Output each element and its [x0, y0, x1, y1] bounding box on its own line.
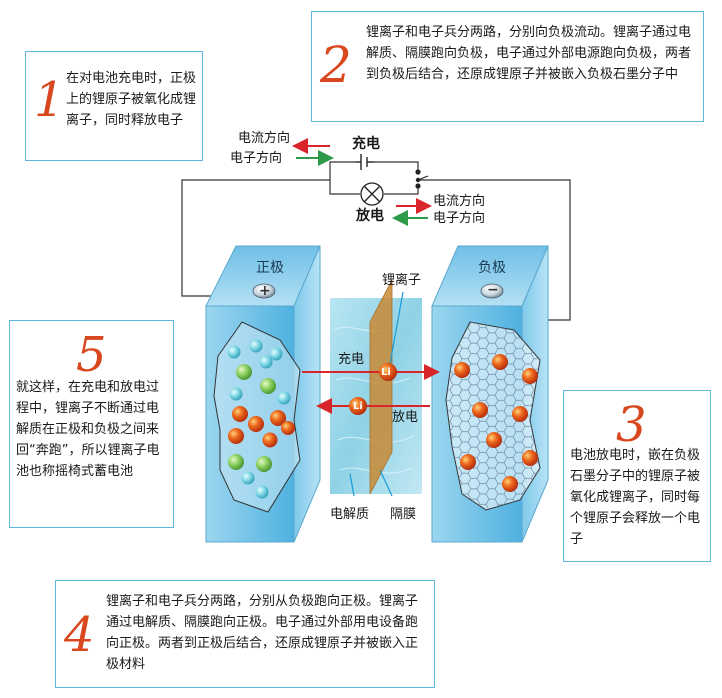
ion-symbol-discharge: Li	[353, 399, 363, 415]
step-2-box: 2 锂离子和电子兵分两路，分别向负极流动。锂离子通过电解质、隔膜跑向负极，电子通…	[311, 11, 704, 122]
charge-electron-direction-label: 电子方向	[230, 151, 282, 167]
step-3-number: 3	[616, 401, 647, 449]
positive-electrode-label: 正极	[256, 260, 284, 276]
ion-symbol-charge: Li	[381, 365, 391, 381]
step-3-box: 3 电池放电时，嵌在负极石墨分子中的锂原子被氧化成锂离子，同时每个锂原子会释放一…	[563, 390, 711, 562]
step-2-number: 2	[320, 40, 352, 90]
step-5-number: 5	[76, 331, 107, 379]
step-4-box: 4 锂离子和电子兵分两路，分别从负极跑向正极。锂离子通过电解质、隔膜跑向正极。电…	[55, 580, 435, 688]
switch-icon	[416, 170, 428, 188]
discharge-electron-direction-label: 电子方向	[433, 211, 485, 227]
electrolyte-label: 电解质	[330, 507, 369, 523]
step-3-text: 电池放电时，嵌在负极石墨分子中的锂原子被氧化成锂离子，同时每个锂原子会释放一个电…	[570, 445, 706, 550]
positive-sign: +	[259, 283, 271, 299]
lithium-ion-label: 锂离子	[382, 273, 421, 289]
step-1-number: 1	[34, 76, 65, 124]
ion-charge-label: 充电	[338, 352, 364, 368]
step-1-text: 在对电池充电时，正极上的锂原子被氧化成锂离子，同时释放电子	[66, 68, 198, 131]
charge-direction-arrows	[296, 146, 330, 158]
separator-label: 隔膜	[390, 507, 416, 523]
step-4-number: 4	[64, 611, 95, 659]
charge-label: 充电	[352, 136, 380, 152]
charge-current-direction-label: 电流方向	[238, 131, 290, 147]
step-5-text: 就这样，在充电和放电过程中，锂离子不断通过电解质在正极和负极之间来回“奔跑”，所…	[16, 377, 170, 482]
negative-electrode-label: 负极	[478, 260, 506, 276]
step-1-box: 1 在对电池充电时，正极上的锂原子被氧化成锂离子，同时释放电子	[25, 51, 203, 161]
step-2-text: 锂离子和电子兵分两路，分别向负极流动。锂离子通过电解质、隔膜跑向负极，电子通过外…	[366, 22, 696, 85]
ion-discharge-label: 放电	[392, 410, 418, 426]
discharge-current-direction-label: 电流方向	[433, 194, 485, 210]
step-4-text: 锂离子和电子兵分两路，分别从负极跑向正极。锂离子通过电解质、隔膜跑向正极。电子通…	[106, 591, 426, 675]
lamp-icon	[361, 183, 383, 205]
battery-symbol-icon	[356, 154, 374, 170]
step-5-box: 5 就这样，在充电和放电过程中，锂离子不断通过电解质在正极和负极之间来回“奔跑”…	[9, 320, 174, 528]
discharge-direction-arrows	[396, 206, 428, 218]
negative-sign: −	[487, 282, 499, 298]
discharge-label: 放电	[356, 208, 384, 224]
